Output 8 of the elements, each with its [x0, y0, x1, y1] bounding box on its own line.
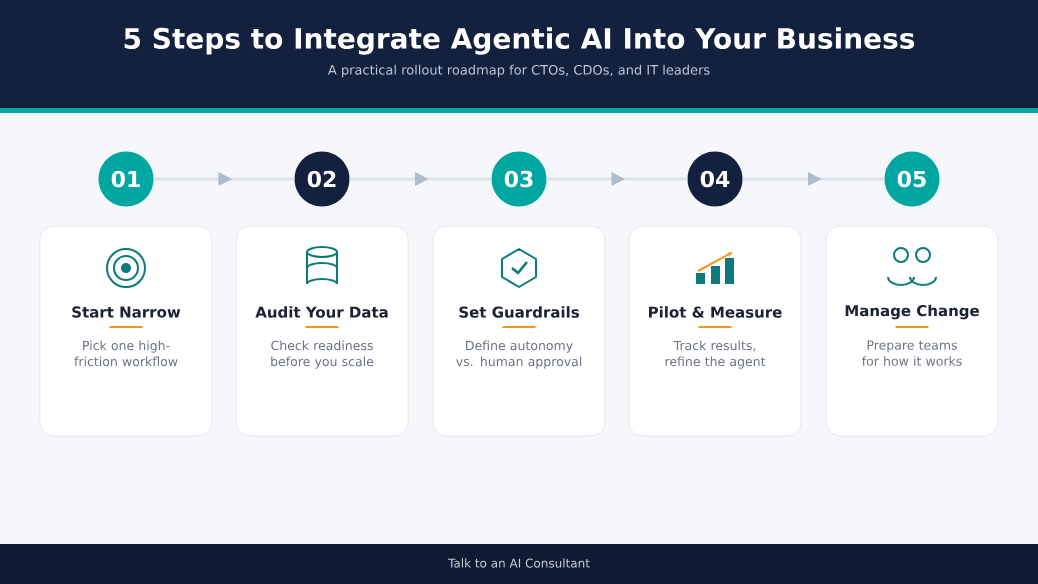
footer-link: Talk to an AI Consultant	[448, 558, 590, 568]
step-card: Pilot & Measure Track results, refine the agent	[628, 225, 802, 437]
step-card: Set Guardrails Define autonomy vs. human approval	[432, 225, 606, 437]
step-card: Manage Change Prepare teams for how it works	[825, 225, 999, 437]
step-card: Start Narrow Pick one high-friction workflow	[39, 225, 213, 437]
title: 5 Steps to Integrate Agentic AI Into Your Business	[124, 27, 915, 55]
subtitle: A practical rollout roadmap for CTOs, CDOs, and IT leaders	[327, 64, 710, 78]
step-card: Audit Your Data Check readiness before you scale	[235, 225, 409, 437]
